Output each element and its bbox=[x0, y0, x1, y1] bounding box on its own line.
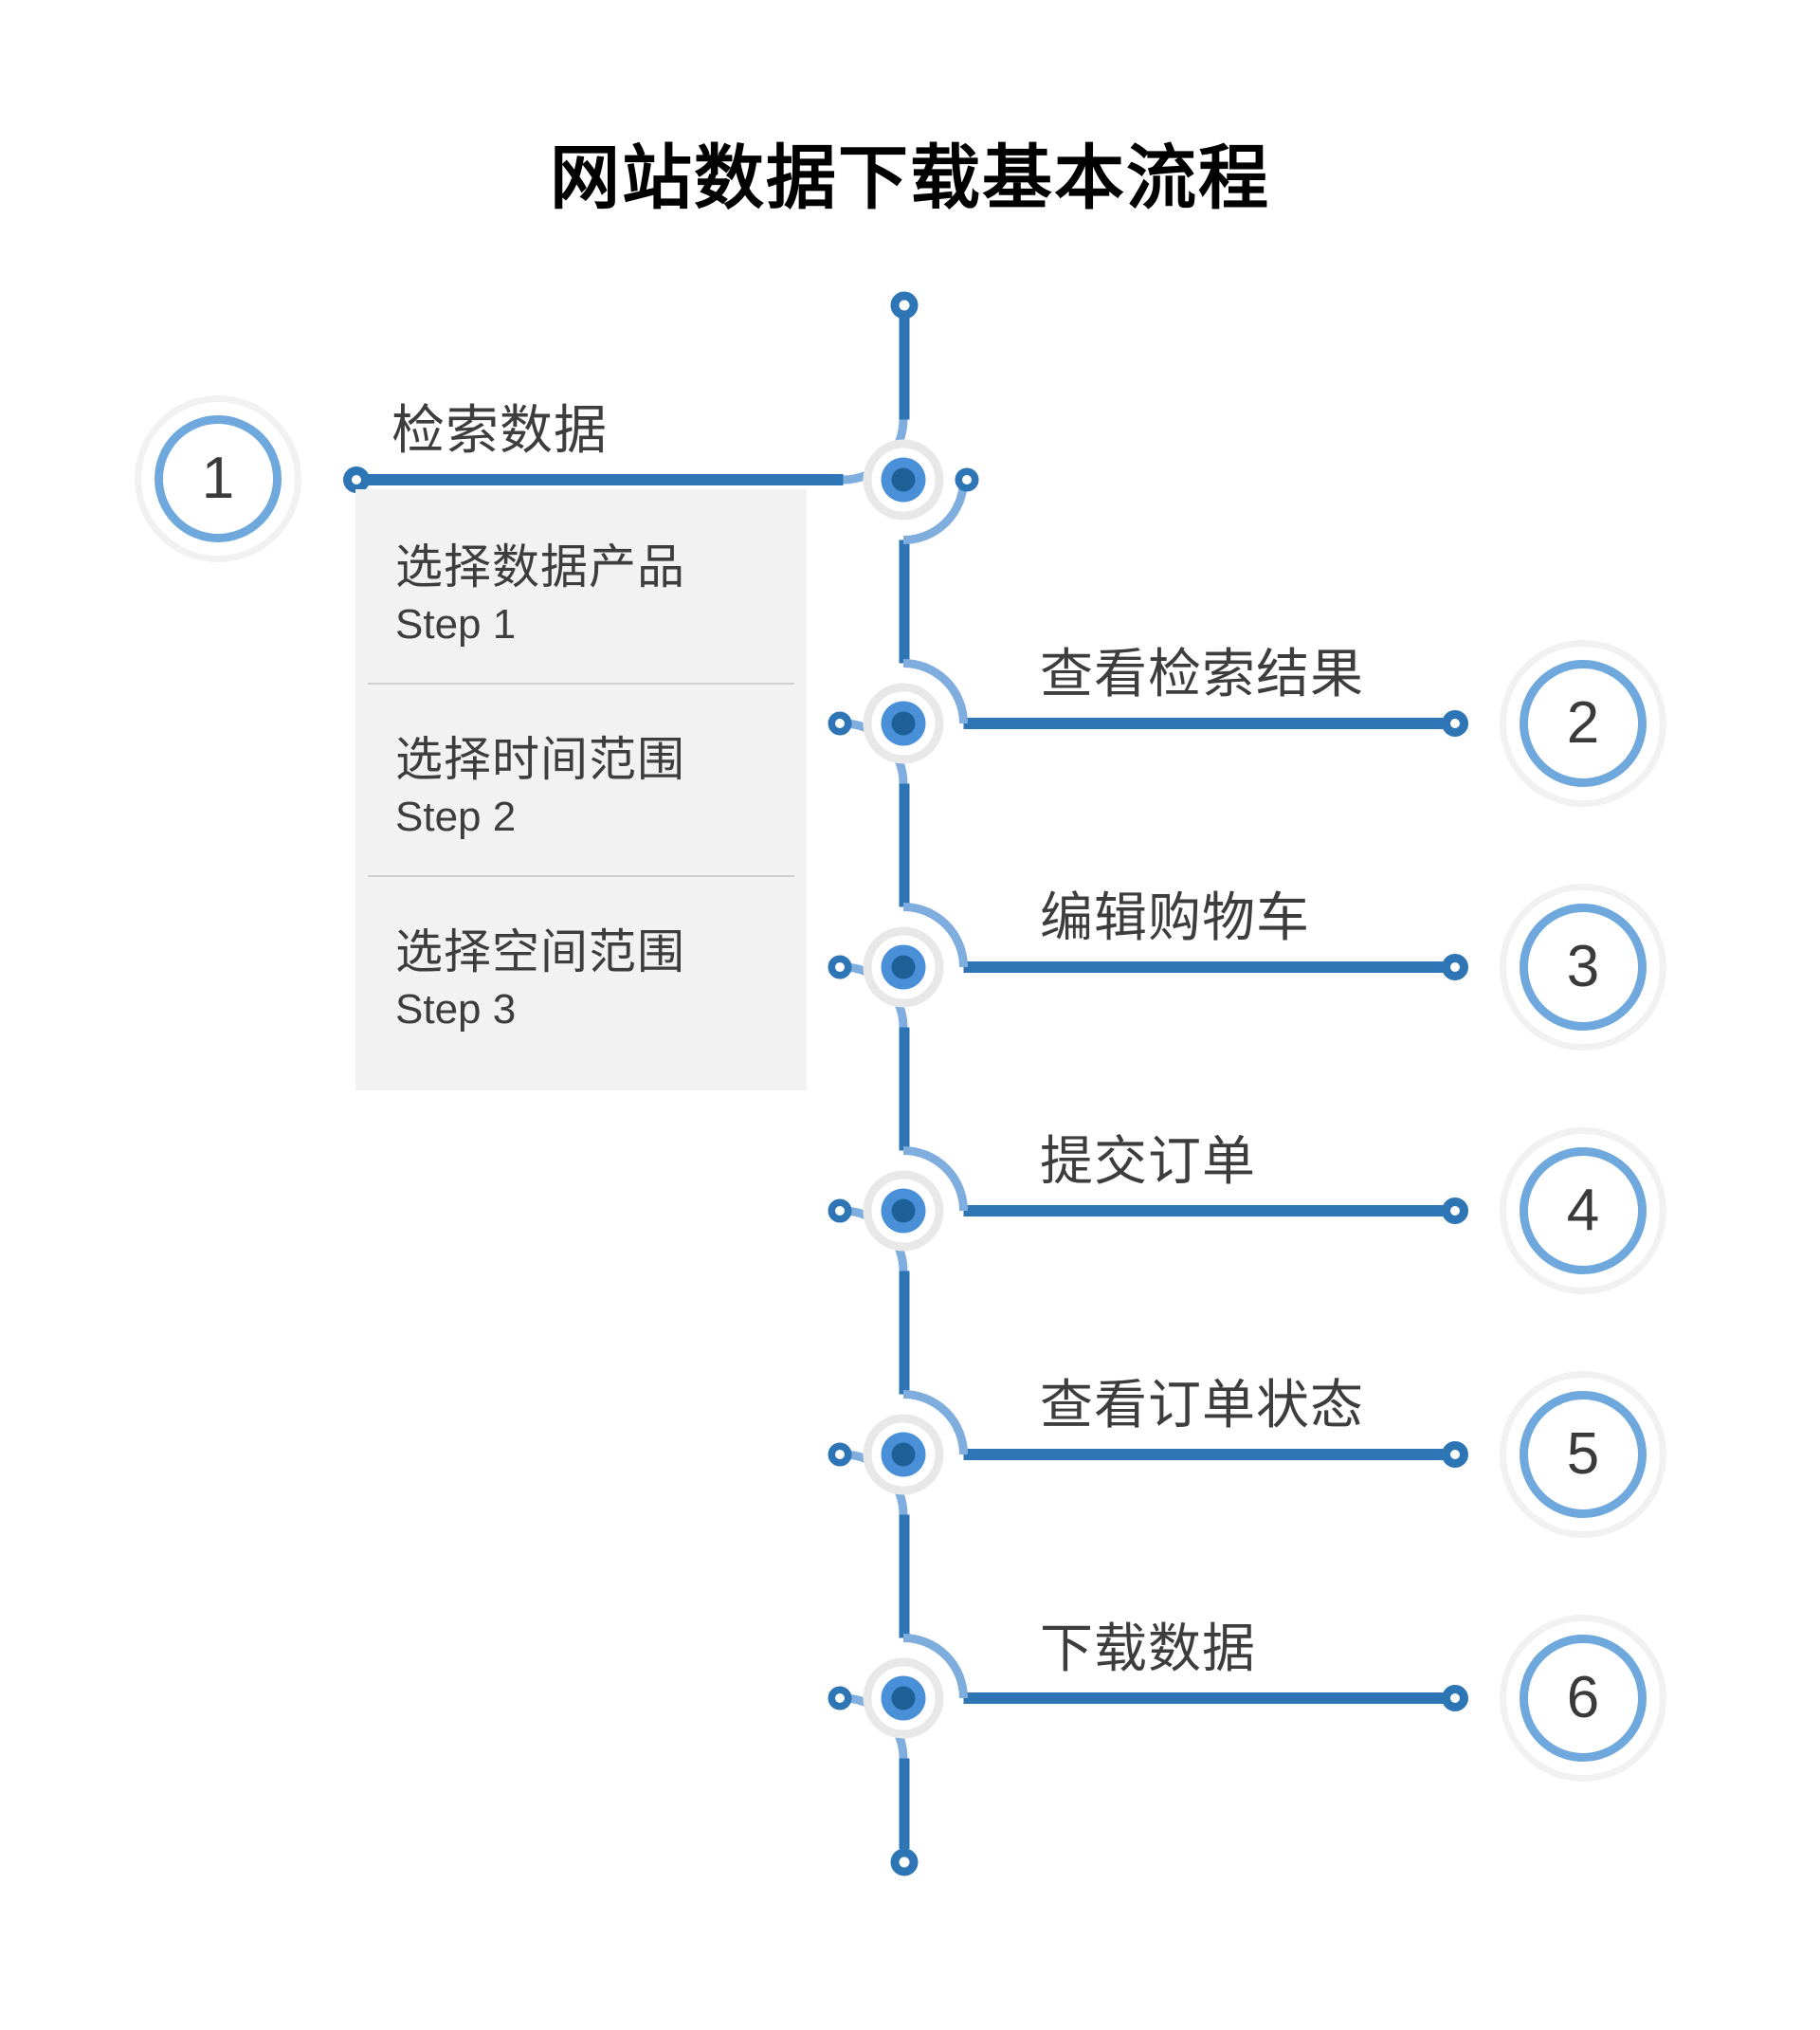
substep-item-2: 选择时间范围 Step 2 bbox=[355, 731, 807, 841]
connector-end-ring-step-2 bbox=[1442, 710, 1468, 737]
connector-end-ring-step-6 bbox=[1442, 1685, 1468, 1711]
connector-end-ring-step-4 bbox=[1442, 1198, 1468, 1224]
connector-end-ring-step-5 bbox=[1442, 1441, 1468, 1468]
step-5-label: 查看订单状态 bbox=[1040, 1375, 1364, 1435]
node-step-1 bbox=[343, 419, 979, 544]
node-side-ring-step-6 bbox=[828, 1686, 852, 1710]
step-5-number: 5 bbox=[1566, 1421, 1600, 1487]
connector-end-ring-step-1 bbox=[343, 466, 370, 493]
step-1-number-badge: 1 bbox=[135, 395, 301, 562]
node-core-step-2 bbox=[891, 711, 916, 736]
substep-1-title: 选择数据产品 bbox=[395, 540, 685, 594]
substep-item-1: 选择数据产品 Step 1 bbox=[355, 539, 807, 649]
step-1-number-ring: 1 bbox=[155, 415, 282, 542]
step-3-number-badge: 3 bbox=[1500, 884, 1666, 1051]
node-side-ring-step-3 bbox=[828, 955, 852, 979]
node-arc-upper-step-5 bbox=[902, 1390, 968, 1455]
timeline-start-ring bbox=[890, 291, 919, 320]
node-step-4 bbox=[828, 1146, 1468, 1271]
step-5-number-ring: 5 bbox=[1520, 1391, 1647, 1518]
panel-divider-2 bbox=[368, 875, 794, 877]
step-1-label: 检索数据 bbox=[391, 400, 608, 460]
substep-3-title: 选择空间范围 bbox=[395, 925, 685, 978]
node-arc-upper-step-2 bbox=[902, 659, 968, 724]
node-core-step-3 bbox=[891, 955, 916, 979]
substep-3-subtitle: Step 3 bbox=[395, 986, 517, 1033]
substep-2-title: 选择时间范围 bbox=[395, 733, 685, 786]
step-4-number: 4 bbox=[1566, 1178, 1600, 1243]
step-6-number-badge: 6 bbox=[1500, 1615, 1666, 1782]
step-6-number: 6 bbox=[1566, 1665, 1600, 1730]
node-core-step-1 bbox=[891, 467, 916, 492]
node-arc-upper-step-4 bbox=[902, 1146, 968, 1212]
node-core-step-6 bbox=[891, 1686, 916, 1710]
substep-1-subtitle: Step 1 bbox=[395, 601, 517, 648]
step-4-number-badge: 4 bbox=[1500, 1127, 1666, 1294]
step-3-number-ring: 3 bbox=[1520, 904, 1647, 1031]
node-arc-upper-step-6 bbox=[902, 1634, 968, 1699]
step-5-number-badge: 5 bbox=[1500, 1371, 1666, 1538]
connector-end-ring-step-3 bbox=[1442, 954, 1468, 980]
substep-item-3: 选择空间范围 Step 3 bbox=[355, 924, 807, 1033]
step-2-number-badge: 2 bbox=[1500, 640, 1666, 807]
timeline-end-ring bbox=[890, 1848, 919, 1876]
node-core-step-4 bbox=[891, 1198, 916, 1223]
step-2-label: 查看检索结果 bbox=[1040, 644, 1364, 704]
step-6-number-ring: 6 bbox=[1520, 1635, 1647, 1762]
step-4-number-ring: 4 bbox=[1520, 1147, 1647, 1274]
node-step-6 bbox=[828, 1634, 1468, 1759]
node-step-3 bbox=[828, 903, 1468, 1028]
step-1-substeps-panel: 选择数据产品 Step 1 选择时间范围 Step 2 选择空间范围 Step … bbox=[355, 489, 807, 1090]
node-core-step-5 bbox=[891, 1442, 916, 1467]
node-step-2 bbox=[828, 659, 1468, 784]
panel-divider-1 bbox=[368, 683, 794, 685]
node-step-5 bbox=[828, 1390, 1468, 1515]
step-2-number: 2 bbox=[1566, 690, 1600, 756]
step-1-number: 1 bbox=[201, 446, 235, 511]
step-2-number-ring: 2 bbox=[1520, 660, 1647, 787]
node-side-ring-step-1 bbox=[955, 467, 979, 492]
node-side-ring-step-2 bbox=[828, 711, 852, 736]
node-side-ring-step-4 bbox=[828, 1198, 852, 1223]
step-6-label: 下载数据 bbox=[1040, 1619, 1256, 1678]
step-3-label: 编辑购物车 bbox=[1040, 887, 1310, 947]
node-side-ring-step-5 bbox=[828, 1442, 852, 1467]
page-title: 网站数据下载基本流程 bbox=[550, 138, 1270, 217]
substep-2-subtitle: Step 2 bbox=[395, 794, 517, 840]
step-4-label: 提交订单 bbox=[1040, 1131, 1256, 1191]
node-arc-lower-step-1 bbox=[902, 479, 968, 544]
step-3-number: 3 bbox=[1566, 934, 1600, 999]
node-arc-upper-step-3 bbox=[902, 903, 968, 968]
